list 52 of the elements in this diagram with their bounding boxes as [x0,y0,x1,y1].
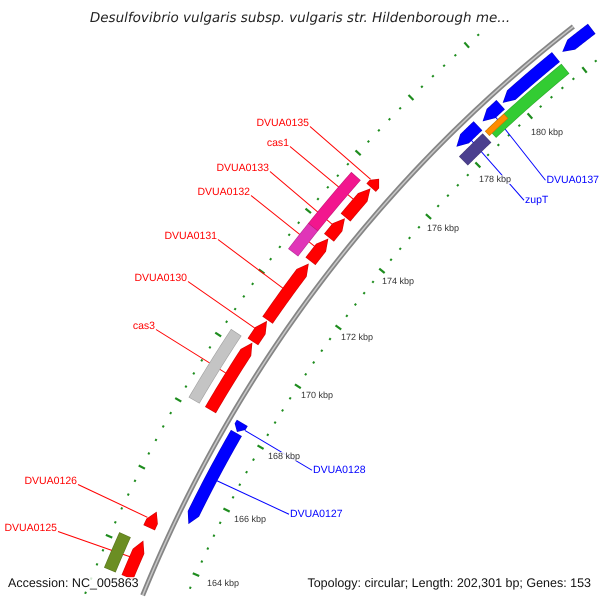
category-bar [188,328,242,404]
leader-line [495,116,546,181]
tick-label: 174 kbp [382,276,414,286]
gene-label: cas3 [132,321,155,332]
gene-feature [204,342,252,414]
gene-feature [502,52,560,103]
gene-label: DVUA0125 [4,523,57,534]
gene-label: DVUA0132 [197,187,250,198]
category-bar [484,114,508,136]
gene-feature [122,540,144,580]
gene-label: cas1 [266,138,289,148]
gene-label: DVUA0137 [546,175,599,186]
leader-line [218,239,284,289]
gene-feature [562,24,596,52]
gene-label: DVUA0135 [256,118,309,128]
gene-label: DVUA0128 [313,465,366,476]
gene-label: DVUA0127 [290,509,343,520]
gene-feature [305,238,328,266]
gene-feature [482,100,505,122]
gene-feature [234,420,248,432]
gene-feature [143,512,158,530]
gene-feature [366,178,380,192]
tick-label: 178 kbp [478,174,512,184]
gene-feature [262,263,309,324]
gene-label: DVUA0126 [24,476,77,486]
gene-feature [324,218,345,242]
category-bar [104,532,131,572]
gene-label: DVUA0133 [216,163,269,174]
leader-line [78,484,148,518]
gene-feature [456,121,482,147]
gene-feature [340,188,370,222]
category-bar [308,172,361,232]
topology-text: Topology: circular; Length: 202,301 bp; Genes: 153 [307,577,591,590]
accession-text: Accession: NC_005863 [8,577,139,590]
leader-line [250,195,316,247]
gene-label: DVUA0130 [134,273,187,284]
category-bar [288,222,318,256]
gene-label: zupT [525,195,548,206]
title: Desulfovibrio vulgaris subsp. vulgaris str. Hildenborough me... [90,12,510,26]
tick-label: 176 kbp [426,224,460,232]
leader-line [216,480,290,515]
tick-label: 180 kbp [530,128,564,136]
tick-label: 168 kbp [268,452,300,460]
tick-label: 164 kbp [206,578,240,588]
category-bar [458,133,492,166]
tick-label: 166 kbp [234,514,266,524]
leader-line [310,126,372,180]
tick-label: 172 kbp [340,332,374,342]
leader-line [188,281,256,329]
gene-feature [248,320,267,346]
tick-label: 170 kbp [300,390,334,400]
gene-label: DVUA0131 [164,231,217,242]
